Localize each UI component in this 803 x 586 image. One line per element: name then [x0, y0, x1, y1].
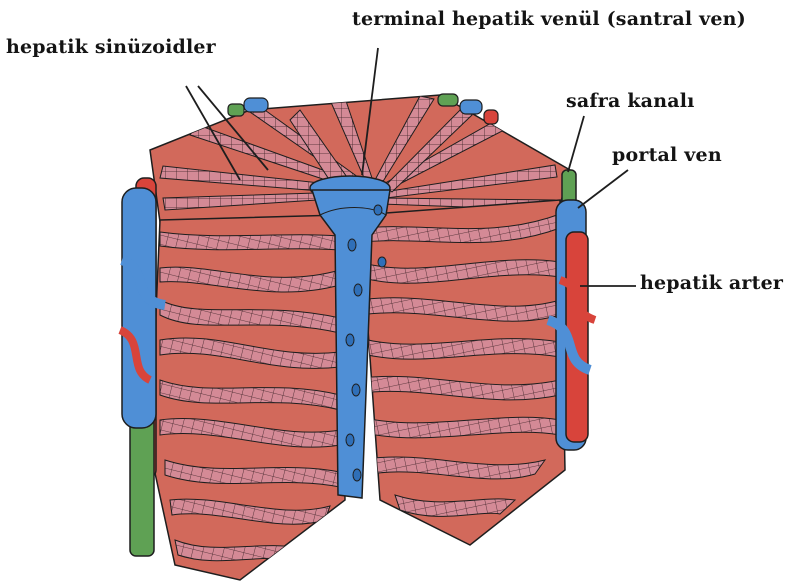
leader-portal-vein: [578, 170, 628, 208]
lobule-left-face: [150, 215, 345, 580]
portal-vein-label: portal ven: [612, 144, 722, 166]
bile-duct-label: safra kanalı: [566, 90, 695, 112]
lobule-right-face: [360, 200, 565, 545]
leader-bile-duct: [568, 116, 584, 172]
hepatic-artery-label: hepatik arter: [640, 272, 783, 294]
sinusoids-label: hepatik sinüzoidler: [6, 36, 216, 58]
central-vein-label: terminal hepatik venül (santral ven): [352, 8, 746, 30]
